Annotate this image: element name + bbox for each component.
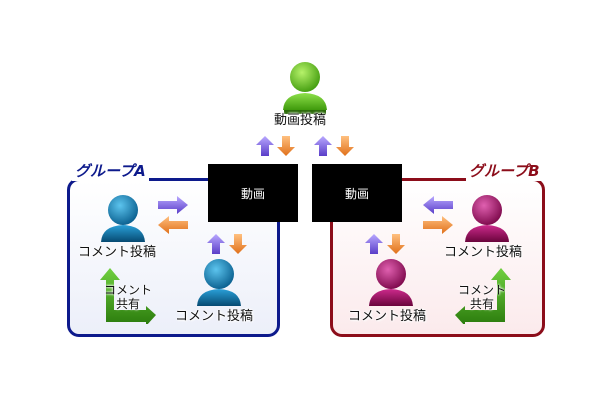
top-uploader-label: 動画投稿 bbox=[274, 113, 327, 128]
group-b-person-bottom-label: コメント投稿 bbox=[348, 309, 427, 324]
top-uploader-person-icon bbox=[283, 62, 327, 114]
left-arrow-icon bbox=[158, 216, 188, 234]
video-left-box: 動画 bbox=[208, 164, 298, 222]
down-arrow-icon bbox=[229, 234, 247, 254]
group-a-share-label: コメント 共有 bbox=[98, 283, 158, 311]
group-b-share-line2: 共有 bbox=[469, 297, 494, 311]
video-right-box: 動画 bbox=[312, 164, 402, 222]
group-b-person-top-label: コメント投稿 bbox=[444, 245, 523, 260]
group-b-person-top-icon bbox=[465, 195, 509, 242]
up-arrow-icon bbox=[314, 136, 332, 156]
down-arrow-icon bbox=[336, 136, 354, 156]
right-arrow-icon bbox=[158, 196, 188, 214]
up-arrow-icon bbox=[207, 234, 225, 254]
up-arrow-icon bbox=[365, 234, 383, 254]
left-arrow-icon bbox=[423, 196, 453, 214]
group-a-person-bottom-label: コメント投稿 bbox=[175, 309, 254, 324]
share-arrow-icon bbox=[455, 268, 511, 324]
right-arrow-icon bbox=[423, 216, 453, 234]
group-a-share-line1: コメント bbox=[103, 283, 152, 297]
group-a-person-top-icon bbox=[101, 195, 145, 242]
group-a-person-top-label: コメント投稿 bbox=[78, 245, 157, 260]
share-arrow-icon bbox=[100, 268, 156, 324]
group-a-title: グループA bbox=[72, 160, 149, 181]
down-arrow-icon bbox=[387, 234, 405, 254]
group-b-share-line1: コメント bbox=[457, 283, 506, 297]
group-a-share-line2: 共有 bbox=[115, 297, 140, 311]
down-arrow-icon bbox=[277, 136, 295, 156]
group-a-person-bottom-icon bbox=[197, 259, 241, 306]
group-b-person-bottom-icon bbox=[369, 259, 413, 306]
up-arrow-icon bbox=[256, 136, 274, 156]
group-b-title: グループB bbox=[466, 160, 543, 181]
group-b-share-label: コメント 共有 bbox=[452, 283, 512, 311]
